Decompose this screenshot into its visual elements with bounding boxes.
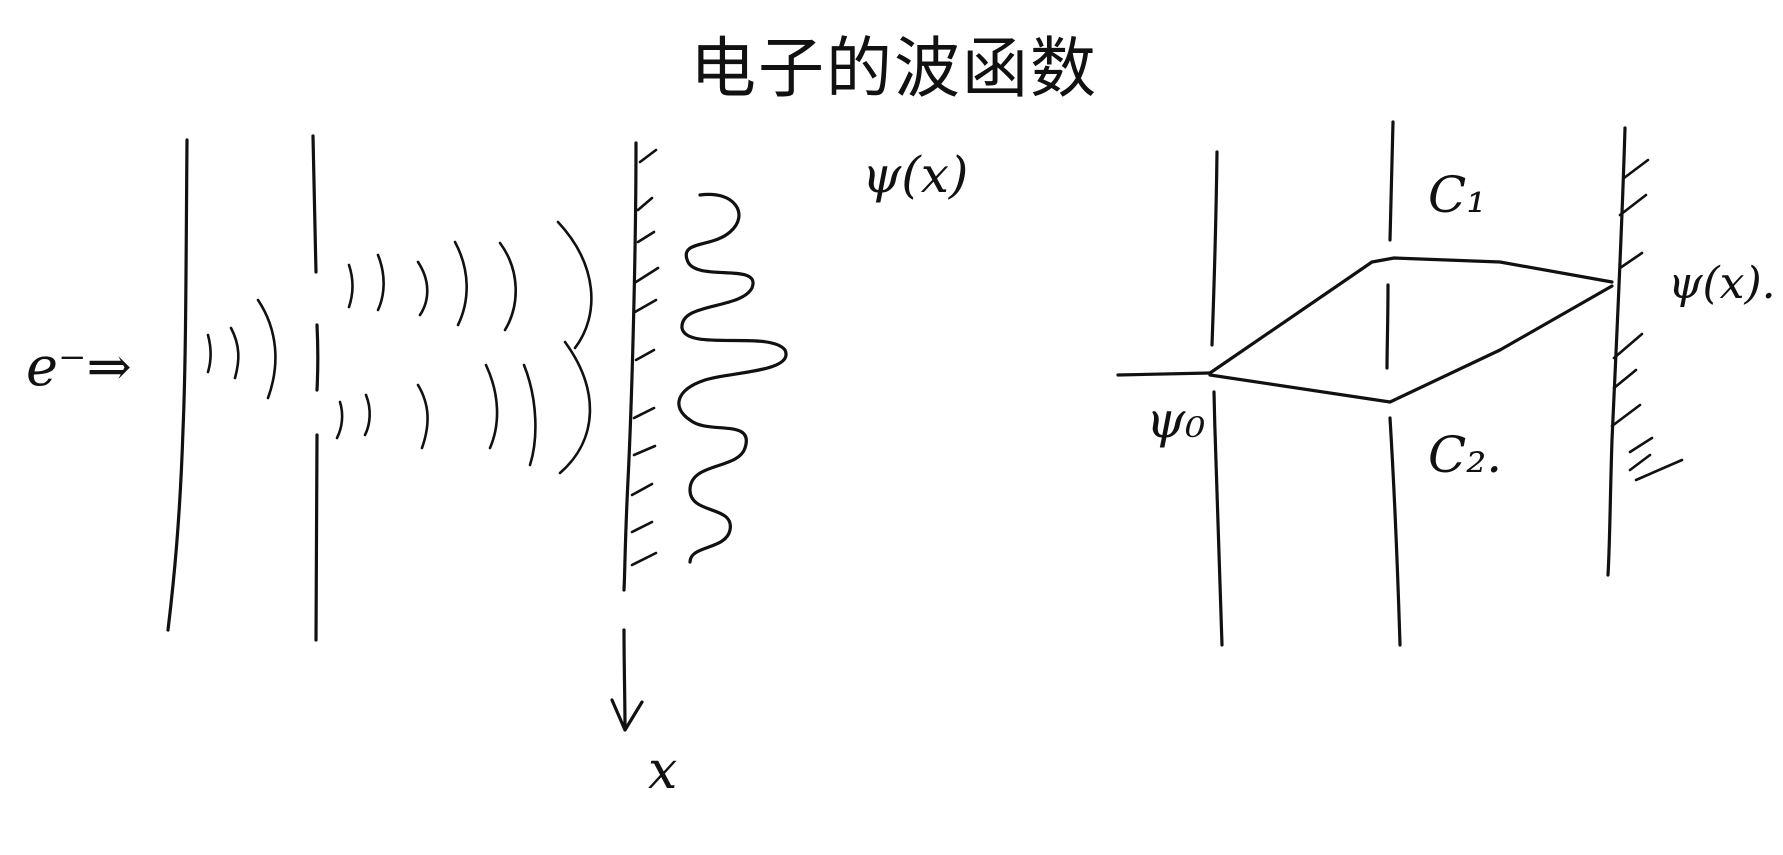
slit-barrier-top [311,134,318,274]
slit-barrier-middle [315,323,320,392]
path-c1-label: C₁ [1428,166,1487,224]
right-detection-screen [1606,126,1627,577]
source-barrier-line [166,138,189,632]
incoming-beam-line [1116,371,1212,377]
incident-waves [206,298,277,400]
path-c2-line [1208,284,1614,404]
diagram-title: 电子的波函数 [690,30,1098,107]
right-source-barrier-top [1210,150,1219,347]
x-axis-label: x [648,741,678,801]
x-axis-arrow [610,628,644,732]
right-slit-barrier-bottom [1388,416,1402,647]
lower-slit-waves [335,340,592,475]
slit-barrier-bottom [314,433,319,642]
right-screen-hatching [1610,158,1684,482]
electron-beam-label: e⁻⇒ [26,335,132,398]
right-source-barrier-bottom [1212,390,1224,647]
interference-pattern-curve [677,192,788,564]
source-amplitude-label: ψ₀ [1146,391,1206,449]
screen-amplitude-label: ψ(x). [1668,258,1776,309]
detection-screen-line [622,141,638,592]
wavefunction-label: ψ(x) [862,146,969,204]
right-slit-barrier-middle [1385,283,1390,370]
right-slit-barrier-top [1388,120,1395,242]
path-c2-label: C₂. [1428,426,1503,484]
path-c1-line [1208,256,1614,375]
upper-slit-waves [347,220,593,350]
screen-hatching [630,148,660,567]
